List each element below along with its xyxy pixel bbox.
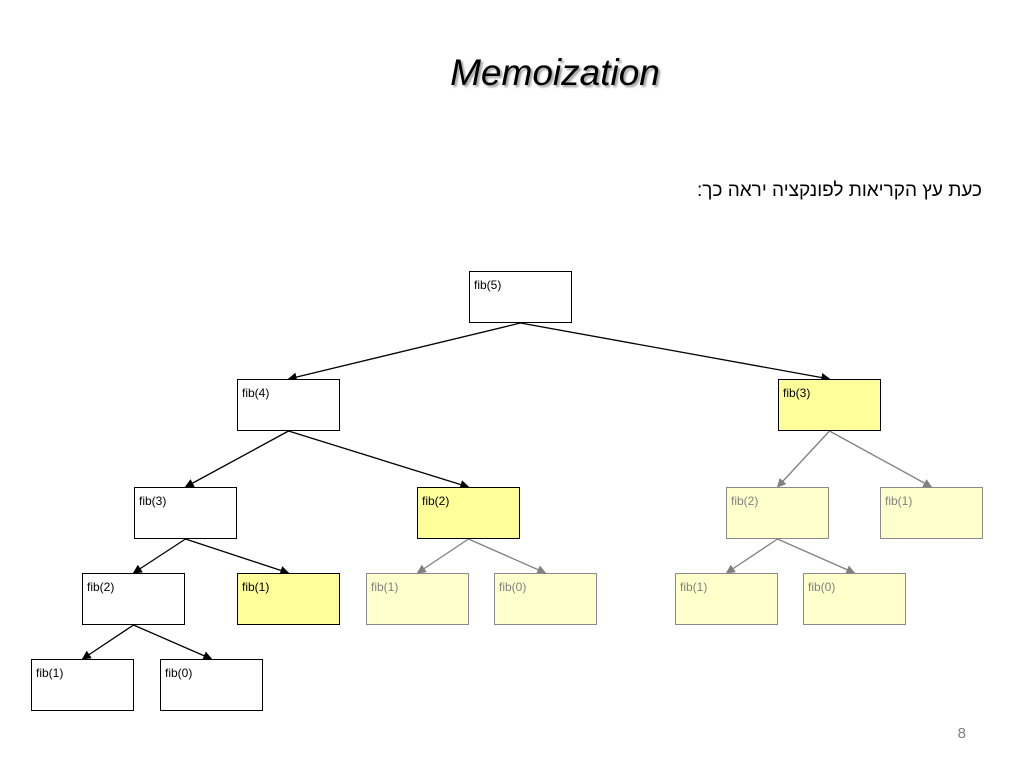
page-number: 8 bbox=[957, 725, 966, 742]
call-edge bbox=[132, 538, 186, 574]
call-edge bbox=[468, 538, 547, 574]
call-node: fib(1) bbox=[237, 573, 340, 625]
call-edge bbox=[288, 430, 470, 489]
call-edge bbox=[725, 538, 778, 574]
call-edge bbox=[829, 430, 933, 488]
call-node: fib(0) bbox=[494, 573, 597, 625]
call-node: fib(2) bbox=[726, 487, 829, 539]
call-edge bbox=[777, 538, 856, 574]
call-edge bbox=[776, 430, 830, 488]
call-node: fib(1) bbox=[31, 659, 134, 711]
call-edge bbox=[185, 538, 290, 575]
call-edge bbox=[287, 322, 521, 382]
call-node: fib(1) bbox=[675, 573, 778, 625]
call-edge bbox=[520, 322, 831, 383]
call-node: fib(2) bbox=[82, 573, 185, 625]
call-node: fib(1) bbox=[880, 487, 983, 539]
call-edge bbox=[184, 430, 289, 488]
slide-subtitle: כעת עץ הקריאות לפונקציה יראה כך: bbox=[697, 180, 982, 201]
call-edge bbox=[133, 624, 213, 660]
call-node: fib(5) bbox=[469, 271, 572, 323]
call-node: fib(1) bbox=[366, 573, 469, 625]
call-node: fib(2) bbox=[417, 487, 520, 539]
call-node: fib(3) bbox=[778, 379, 881, 431]
slide-title: Memoization bbox=[450, 52, 660, 93]
call-node: fib(0) bbox=[160, 659, 263, 711]
call-node: fib(0) bbox=[803, 573, 906, 625]
call-node: fib(3) bbox=[134, 487, 237, 539]
call-node: fib(4) bbox=[237, 379, 340, 431]
call-edge bbox=[416, 538, 469, 574]
call-edge bbox=[81, 624, 134, 660]
